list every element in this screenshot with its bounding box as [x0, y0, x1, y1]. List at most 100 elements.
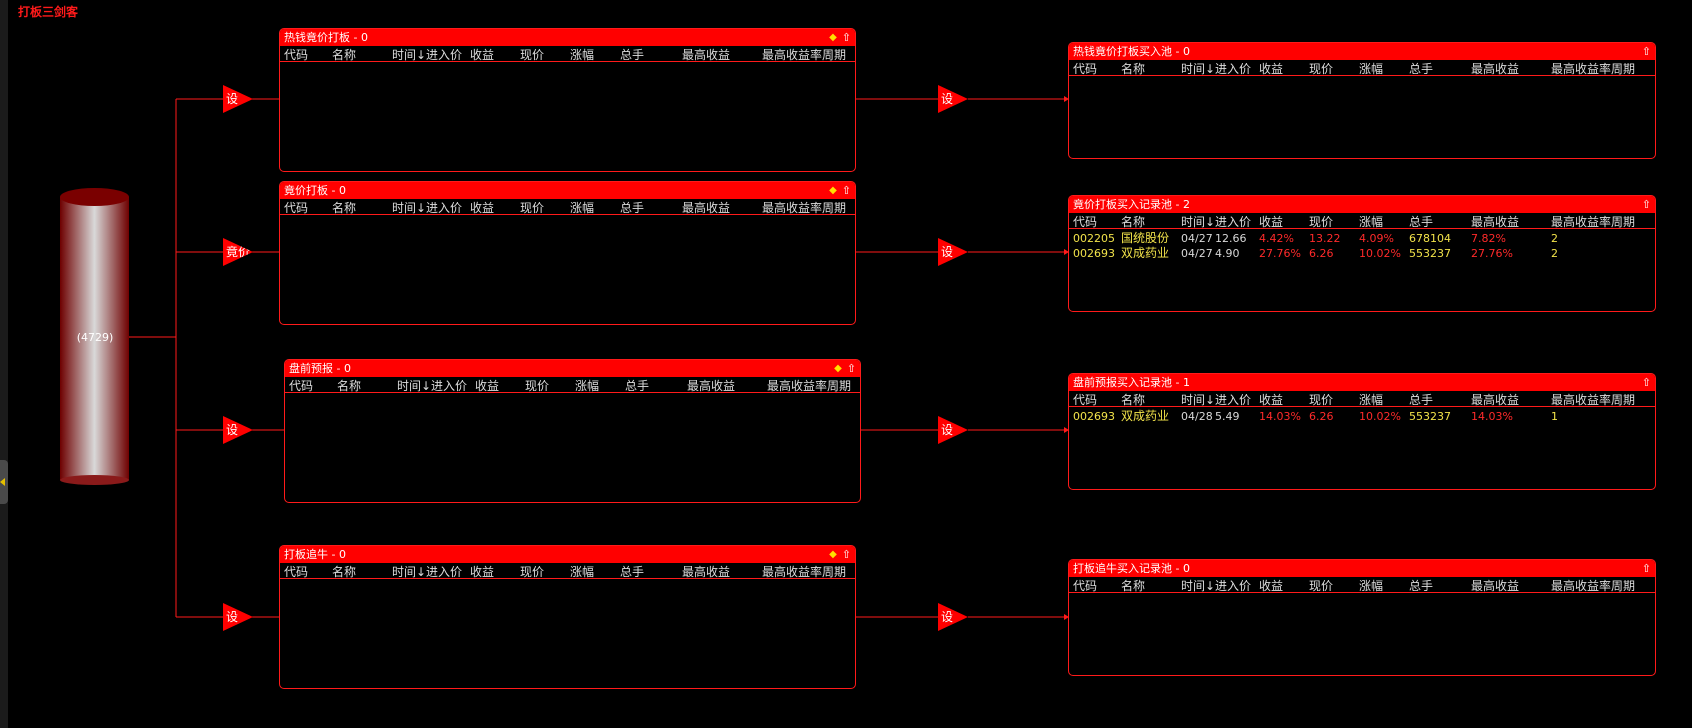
- column-header[interactable]: 最高收益: [1471, 215, 1520, 229]
- column-header[interactable]: 时间↓: [392, 201, 427, 215]
- column-header[interactable]: 时间↓: [397, 379, 432, 393]
- column-header[interactable]: 最高收益: [687, 379, 736, 393]
- panel-header[interactable]: 盘前预报 - 0 ◆⇧: [285, 360, 860, 377]
- column-header[interactable]: 代码: [284, 201, 309, 215]
- column-header[interactable]: 总手: [620, 565, 645, 579]
- column-header[interactable]: 涨幅: [1359, 62, 1384, 76]
- column-header[interactable]: 最高收益率周期: [1551, 215, 1636, 229]
- column-header[interactable]: 最高收益: [1471, 62, 1520, 76]
- column-header[interactable]: 名称: [337, 379, 362, 393]
- column-header[interactable]: 进入价: [1215, 579, 1252, 593]
- column-header[interactable]: 总手: [1409, 215, 1434, 229]
- column-header[interactable]: 时间↓: [1181, 393, 1216, 407]
- column-header[interactable]: 现价: [1309, 62, 1334, 76]
- column-header[interactable]: 总手: [1409, 579, 1434, 593]
- column-header[interactable]: 涨幅: [575, 379, 600, 393]
- column-header[interactable]: 时间↓: [1181, 215, 1216, 229]
- column-header[interactable]: 收益: [1259, 62, 1284, 76]
- column-header[interactable]: 总手: [620, 48, 645, 62]
- column-header[interactable]: 代码: [284, 565, 309, 579]
- column-header[interactable]: 现价: [520, 48, 545, 62]
- column-header[interactable]: 名称: [1121, 579, 1146, 593]
- column-header[interactable]: 最高收益: [1471, 393, 1520, 407]
- column-header[interactable]: 收益: [1259, 579, 1284, 593]
- arrow-up-icon[interactable]: ⇧: [1641, 562, 1651, 575]
- diamond-icon[interactable]: ◆: [829, 185, 837, 196]
- panel-header[interactable]: 热钱竟价打板 - 0 ◆⇧: [280, 29, 855, 46]
- column-header[interactable]: 进入价: [426, 201, 463, 215]
- column-header[interactable]: 最高收益率周期: [762, 201, 847, 215]
- arrow-up-icon[interactable]: ⇧: [1641, 45, 1651, 58]
- panel-header[interactable]: 打板追牛买入记录池 - 0 ⇧: [1069, 560, 1655, 577]
- column-header[interactable]: 涨幅: [570, 48, 595, 62]
- column-header[interactable]: 时间↓: [1181, 579, 1216, 593]
- column-header[interactable]: 时间↓: [392, 48, 427, 62]
- column-header[interactable]: 涨幅: [1359, 579, 1384, 593]
- column-header[interactable]: 代码: [289, 379, 314, 393]
- column-header[interactable]: 收益: [1259, 393, 1284, 407]
- column-header[interactable]: 代码: [1073, 62, 1098, 76]
- arrow-up-icon[interactable]: ⇧: [841, 31, 851, 44]
- column-header[interactable]: 进入价: [1215, 393, 1252, 407]
- arrow-up-icon[interactable]: ⇧: [846, 362, 856, 375]
- column-header[interactable]: 最高收益率周期: [1551, 579, 1636, 593]
- arrow-up-icon[interactable]: ⇧: [1641, 376, 1651, 389]
- column-header[interactable]: 现价: [1309, 215, 1334, 229]
- column-header[interactable]: 进入价: [426, 565, 463, 579]
- column-header[interactable]: 名称: [1121, 62, 1146, 76]
- column-header[interactable]: 代码: [284, 48, 309, 62]
- column-header[interactable]: 时间↓: [1181, 62, 1216, 76]
- panel-header[interactable]: 竟价打板 - 0 ◆⇧: [280, 182, 855, 199]
- diamond-icon[interactable]: ◆: [834, 363, 842, 374]
- column-header[interactable]: 收益: [470, 48, 495, 62]
- arrow-up-icon[interactable]: ⇧: [841, 548, 851, 561]
- column-header[interactable]: 收益: [470, 201, 495, 215]
- column-header[interactable]: 现价: [1309, 579, 1334, 593]
- column-header[interactable]: 最高收益率周期: [1551, 62, 1636, 76]
- column-header[interactable]: 涨幅: [1359, 215, 1384, 229]
- column-header[interactable]: 进入价: [1215, 215, 1252, 229]
- arrow-up-icon[interactable]: ⇧: [1641, 198, 1651, 211]
- column-header[interactable]: 总手: [620, 201, 645, 215]
- column-header[interactable]: 最高收益: [682, 565, 731, 579]
- column-header[interactable]: 名称: [1121, 215, 1146, 229]
- column-header[interactable]: 现价: [525, 379, 550, 393]
- column-header[interactable]: 总手: [625, 379, 650, 393]
- column-header[interactable]: 时间↓: [392, 565, 427, 579]
- column-header[interactable]: 收益: [1259, 215, 1284, 229]
- panel-header[interactable]: 打板追牛 - 0 ◆⇧: [280, 546, 855, 563]
- column-header[interactable]: 涨幅: [570, 565, 595, 579]
- column-header[interactable]: 总手: [1409, 62, 1434, 76]
- column-header[interactable]: 代码: [1073, 215, 1098, 229]
- column-header[interactable]: 涨幅: [570, 201, 595, 215]
- panel-header[interactable]: 竟价打板买入记录池 - 2 ⇧: [1069, 196, 1655, 213]
- diamond-icon[interactable]: ◆: [829, 549, 837, 560]
- panel-header[interactable]: 热钱竟价打板买入池 - 0 ⇧: [1069, 43, 1655, 60]
- column-header[interactable]: 代码: [1073, 393, 1098, 407]
- column-header[interactable]: 进入价: [426, 48, 463, 62]
- column-header[interactable]: 最高收益: [1471, 579, 1520, 593]
- column-header[interactable]: 最高收益: [682, 48, 731, 62]
- panel-header[interactable]: 盘前预报买入记录池 - 1 ⇧: [1069, 374, 1655, 391]
- column-header[interactable]: 现价: [520, 565, 545, 579]
- expand-arrow-icon[interactable]: [0, 478, 5, 486]
- column-header[interactable]: 最高收益率周期: [767, 379, 852, 393]
- column-header[interactable]: 进入价: [1215, 62, 1252, 76]
- arrow-up-icon[interactable]: ⇧: [841, 184, 851, 197]
- column-header[interactable]: 收益: [475, 379, 500, 393]
- diamond-icon[interactable]: ◆: [829, 32, 837, 43]
- column-header[interactable]: 名称: [332, 565, 357, 579]
- column-header[interactable]: 名称: [1121, 393, 1146, 407]
- column-header[interactable]: 最高收益: [682, 201, 731, 215]
- column-header[interactable]: 现价: [1309, 393, 1334, 407]
- column-header[interactable]: 代码: [1073, 579, 1098, 593]
- column-header[interactable]: 涨幅: [1359, 393, 1384, 407]
- column-header[interactable]: 名称: [332, 48, 357, 62]
- column-header[interactable]: 最高收益率周期: [762, 565, 847, 579]
- column-header[interactable]: 最高收益率周期: [1551, 393, 1636, 407]
- column-header[interactable]: 总手: [1409, 393, 1434, 407]
- column-header[interactable]: 现价: [520, 201, 545, 215]
